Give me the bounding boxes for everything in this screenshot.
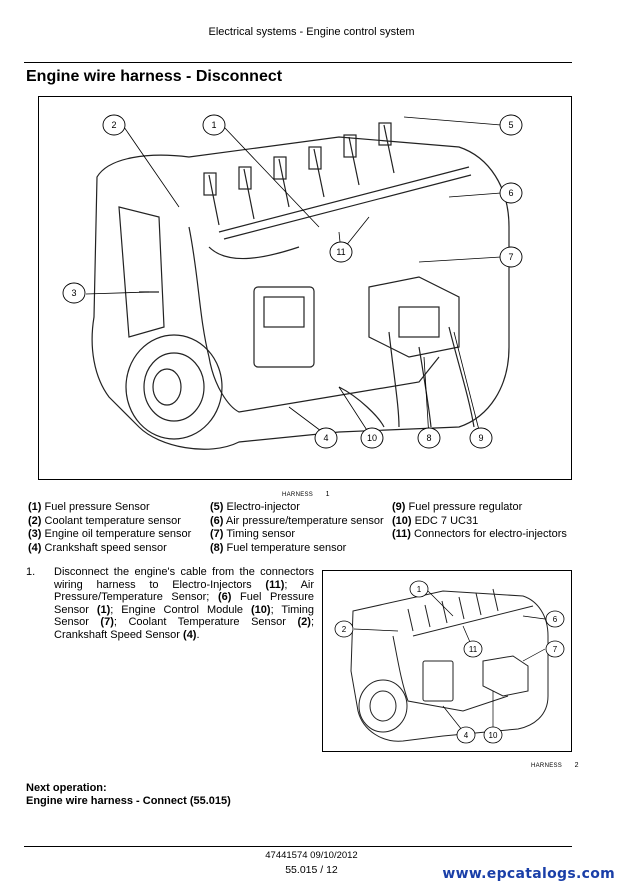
callout-4: 4	[464, 731, 469, 740]
engine-illustration: 2 1 5 6 7 3 4 10 8 9 11	[62, 114, 523, 450]
step-text: Disconnect the engine's cable from the c…	[54, 566, 315, 641]
page-number: 55.015 / 12	[285, 864, 338, 876]
callout-5: 5	[508, 120, 513, 130]
page-title: Engine wire harness - Disconnect	[26, 68, 283, 85]
callout-1: 1	[211, 120, 216, 130]
legend-col3: (9) Fuel pressure regulator (10) EDC 7 U…	[392, 501, 567, 542]
callout-9: 9	[478, 433, 483, 443]
legend-item: (9) Fuel pressure regulator	[392, 501, 523, 513]
page-header: Electrical systems - Engine control syst…	[208, 26, 415, 38]
callout-7: 7	[553, 645, 558, 654]
callout-7: 7	[508, 252, 513, 262]
legend-item: (6) Air pressure/temperature sensor	[210, 514, 384, 527]
header-rule	[24, 62, 572, 63]
doc-number: 47441574 09/10/2012	[265, 850, 358, 861]
legend-item: (3) Engine oil temperature sensor	[28, 528, 192, 541]
figure-engine-harness-small: 1 2 6 7 11 4 10	[322, 570, 572, 752]
callout-10: 10	[489, 731, 498, 740]
legend-item: (10) EDC 7 UC31	[392, 514, 479, 527]
figure1-caption: HARNESS	[282, 492, 314, 498]
watermark: www.epcatalogs.com	[442, 866, 615, 882]
callout-4: 4	[323, 433, 328, 443]
callout-1: 1	[417, 585, 422, 594]
callout-10: 10	[367, 433, 377, 443]
legend-item: (4) Crankshaft speed sensor	[28, 542, 167, 555]
footer-rule	[24, 846, 572, 847]
callout-2: 2	[342, 625, 347, 634]
figure1-caption-group: HARNESS 1	[282, 483, 329, 501]
figure2-number: 2	[574, 762, 579, 769]
callout-8: 8	[426, 433, 431, 443]
callout-2: 2	[111, 120, 116, 130]
figure2-caption-group: HARNESS 2	[531, 754, 578, 772]
legend-item: (7) Timing sensor	[210, 528, 295, 541]
figure1-number: 1	[325, 491, 330, 498]
next-operation-link[interactable]: Engine wire harness - Connect (55.015)	[26, 795, 231, 807]
callout-6: 6	[508, 188, 513, 198]
legend-col1: (1) Fuel pressure Sensor (2) Coolant tem…	[28, 501, 191, 556]
figure-engine-harness: 2 1 5 6 7 3 4 10 8 9 11	[38, 96, 572, 480]
callout-6: 6	[553, 615, 558, 624]
legend-item: (5) Electro-injector	[210, 501, 300, 513]
legend-item: (2) Coolant temperature sensor	[28, 514, 181, 527]
legend-item: (11) Connectors for electro-injectors	[392, 528, 567, 541]
engine-illustration-small: 1 2 6 7 11 4 10	[334, 580, 565, 744]
step-number: 1.	[26, 566, 36, 578]
callout-11: 11	[336, 247, 345, 257]
callout-11: 11	[469, 645, 478, 654]
legend-item: (1) Fuel pressure Sensor	[28, 501, 150, 513]
legend-col2: (5) Electro-injector (6) Air pressure/te…	[210, 501, 384, 556]
figure2-caption: HARNESS	[531, 763, 563, 769]
next-operation: Next operation: Engine wire harness - Co…	[26, 782, 231, 808]
next-operation-label: Next operation:	[26, 782, 107, 794]
legend-item: (8) Fuel temperature sensor	[210, 542, 347, 555]
callout-3: 3	[71, 288, 76, 298]
